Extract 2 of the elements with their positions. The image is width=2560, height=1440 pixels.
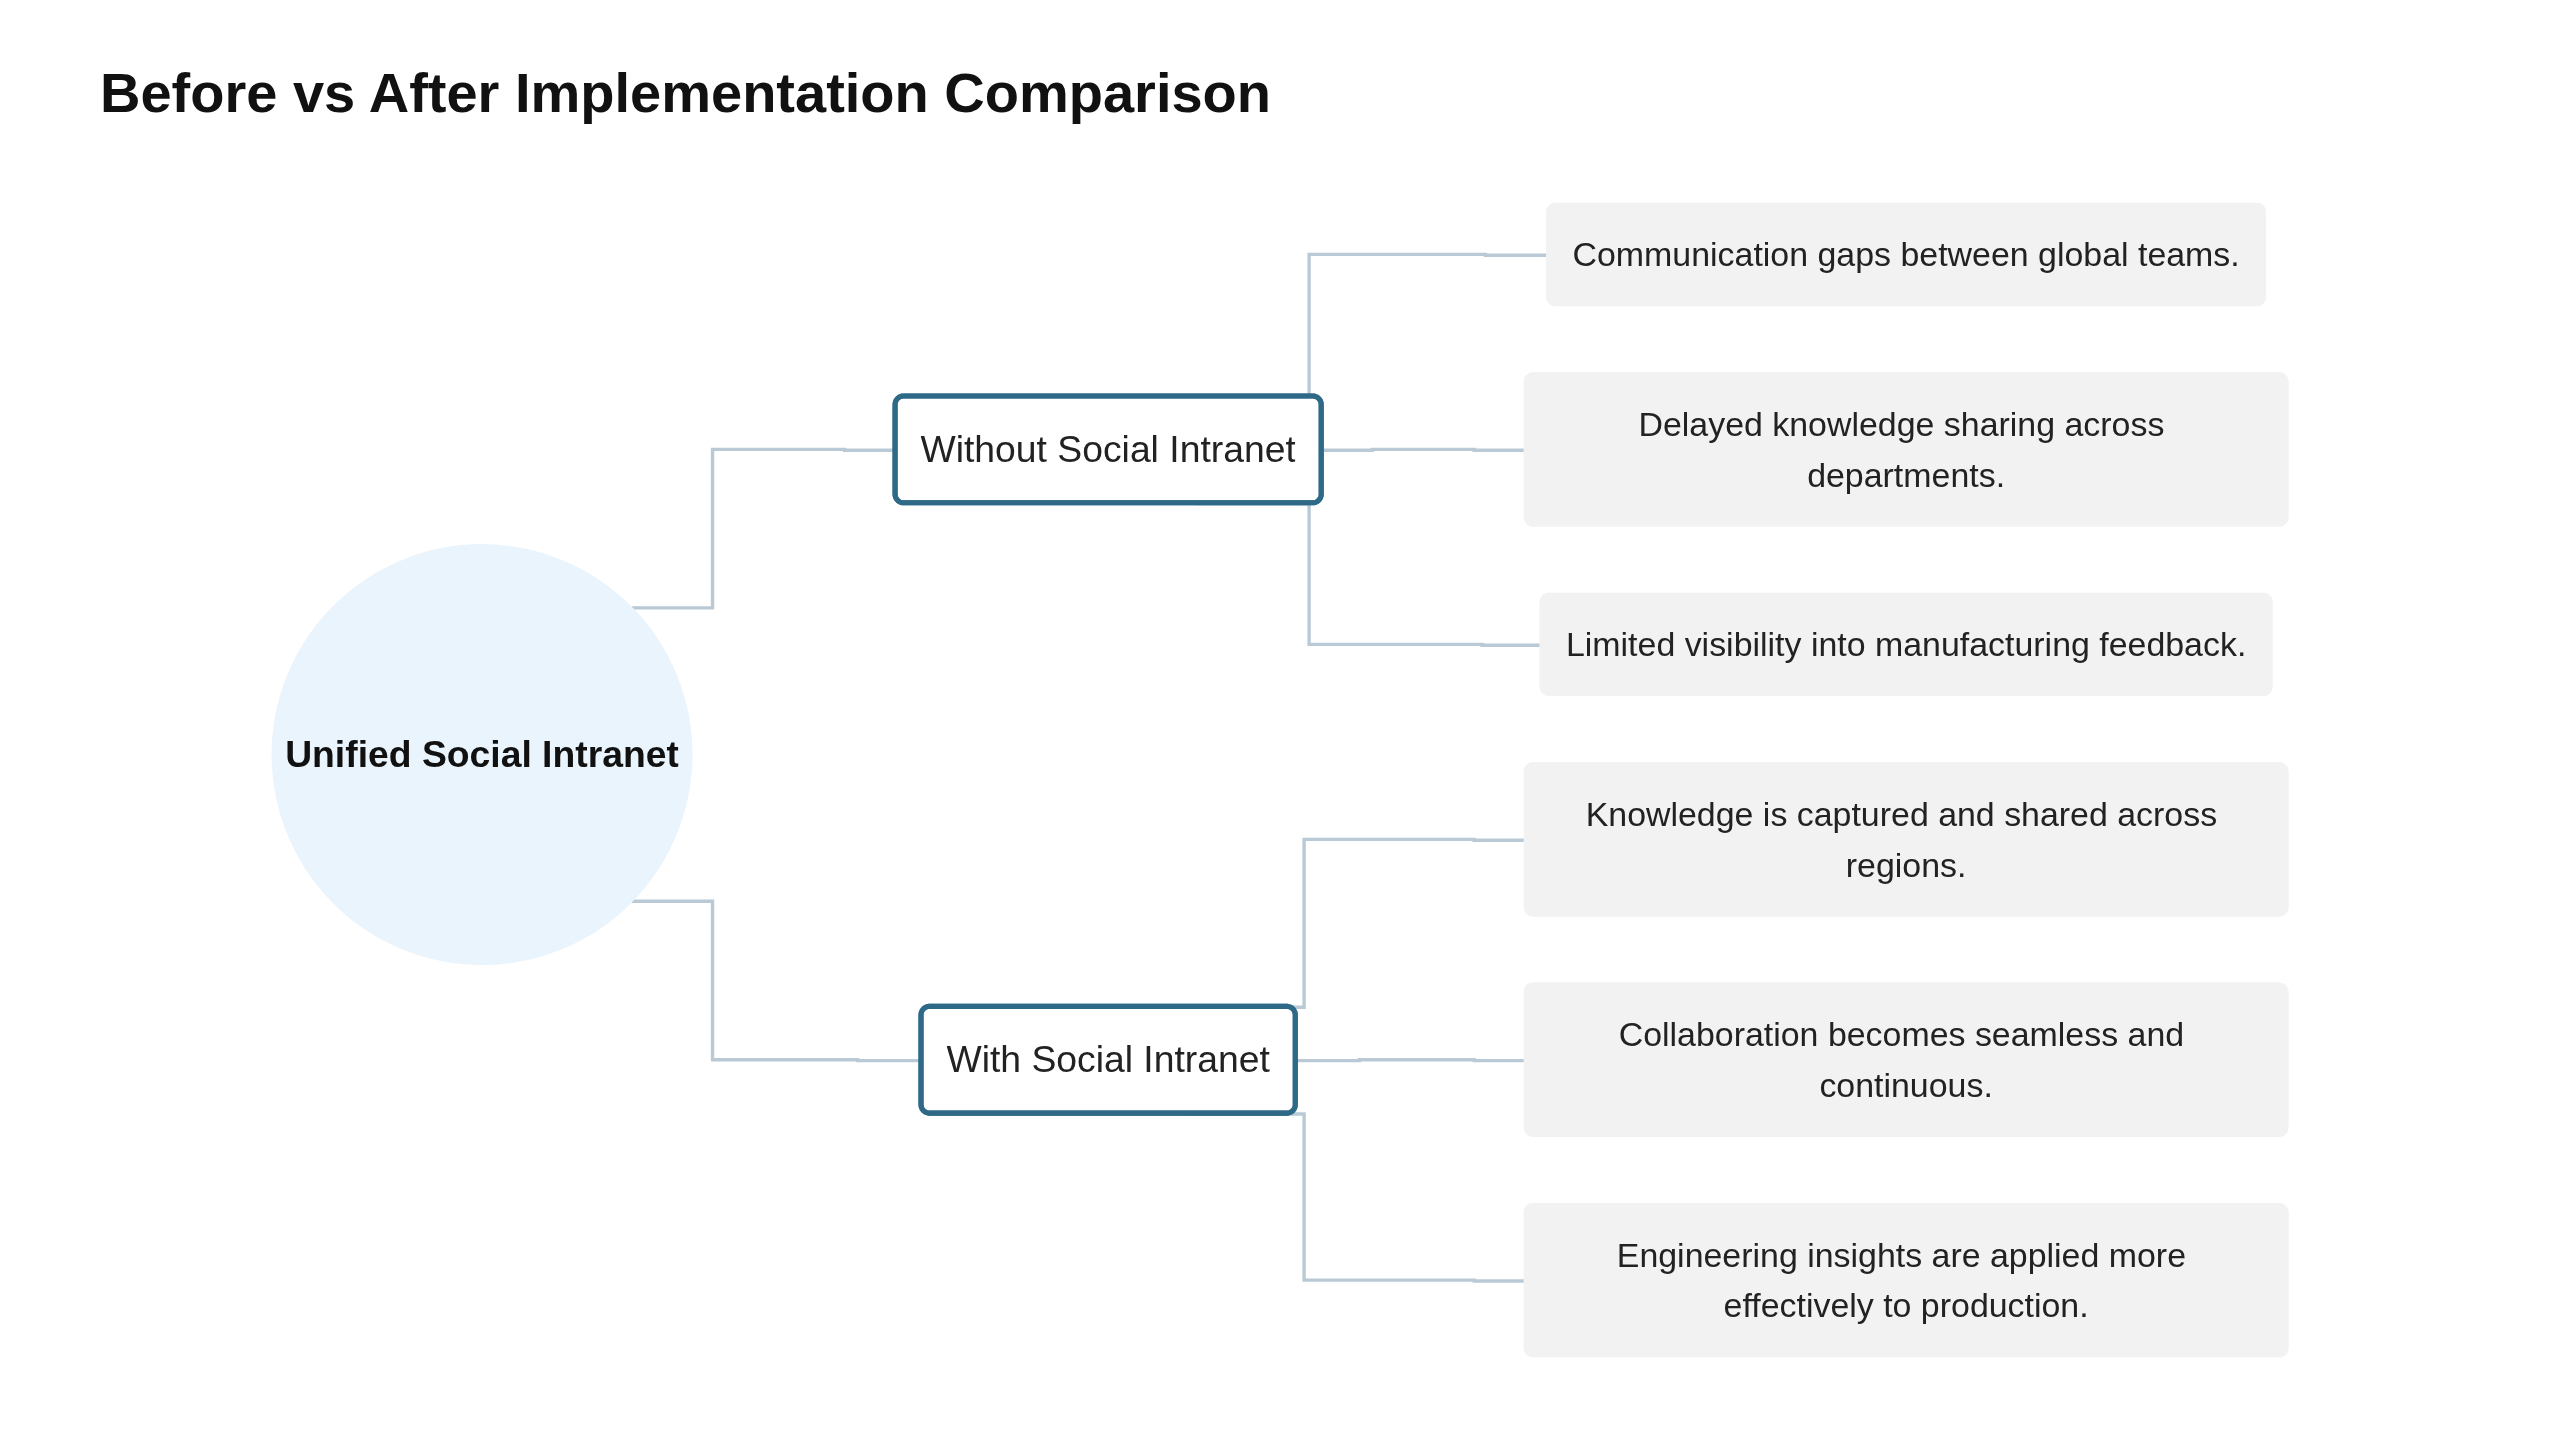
title: Before vs After Implementation Comparison — [100, 60, 1272, 125]
node-circle: Unified Social Intranet — [271, 544, 693, 966]
